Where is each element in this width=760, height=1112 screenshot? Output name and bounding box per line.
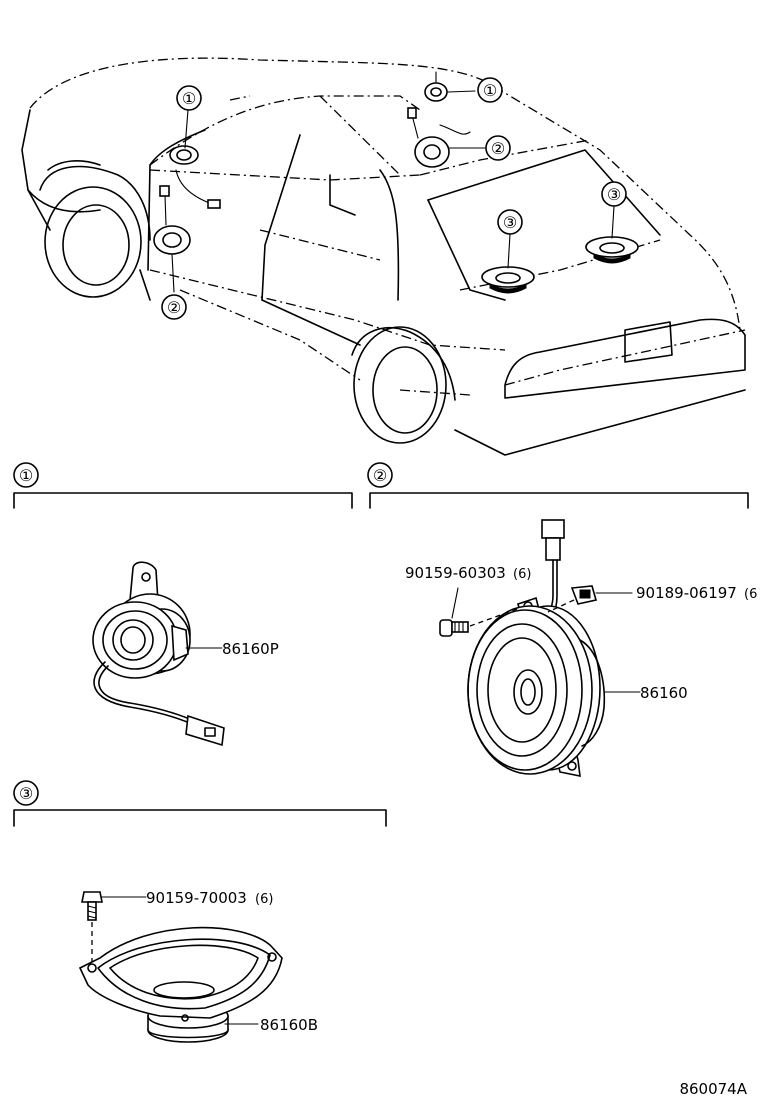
callout-label: ① xyxy=(483,81,497,100)
diagram-code: 860074A xyxy=(679,1080,747,1098)
callout-marker: ② xyxy=(161,294,187,320)
callout-marker: ③ xyxy=(601,181,627,207)
section-3: ③ 90159-70003 (6) 86160B xyxy=(13,780,387,1043)
front-tweeter-icon xyxy=(169,145,221,209)
section-marker: ① xyxy=(19,466,33,485)
part-number-label: 90159-70003 xyxy=(146,889,247,907)
oval-speaker-86160B-icon xyxy=(78,926,283,1043)
section-2: ② xyxy=(367,462,757,778)
callout-marker: ② xyxy=(485,135,511,161)
quantity-label: (6) xyxy=(255,892,273,907)
section-bracket xyxy=(369,492,749,509)
quantity-label: (6 xyxy=(744,587,757,602)
callout-label: ③ xyxy=(503,213,517,232)
door-speaker-86160-icon xyxy=(467,519,606,778)
part-number-label: 90189-06197 xyxy=(636,584,737,602)
rear-tweeter-icon xyxy=(424,71,448,102)
car-illustration xyxy=(21,57,746,456)
tweeter-speaker-86160P-icon xyxy=(92,561,225,747)
callout-label: ③ xyxy=(607,185,621,204)
callout-label: ① xyxy=(182,89,196,108)
screw-icon xyxy=(81,891,103,962)
quantity-label: (6) xyxy=(513,567,531,582)
callout-label: ② xyxy=(167,298,181,317)
part-number-label: 90159-60303 xyxy=(405,564,506,582)
rear-shelf-speaker-left-icon xyxy=(481,266,535,294)
callout-marker: ③ xyxy=(497,209,523,235)
section-bracket xyxy=(13,809,387,827)
section-1: ① 86160P xyxy=(13,462,353,747)
front-door-speaker-icon xyxy=(153,185,191,255)
section-bracket xyxy=(13,492,353,509)
part-number-label: 86160B xyxy=(260,1016,318,1034)
callout-marker: ① xyxy=(176,85,202,111)
clip-nut-icon xyxy=(547,585,598,613)
screw-icon xyxy=(439,607,521,637)
rear-shelf-speaker-right-icon xyxy=(585,236,639,264)
rear-door-speaker-icon xyxy=(407,107,471,168)
part-number-label: 86160 xyxy=(640,684,688,702)
section-marker: ② xyxy=(373,466,387,485)
callout-label: ② xyxy=(491,139,505,158)
section-marker: ③ xyxy=(19,784,33,803)
part-number-label: 86160P xyxy=(222,640,279,658)
callout-marker: ① xyxy=(477,77,503,103)
